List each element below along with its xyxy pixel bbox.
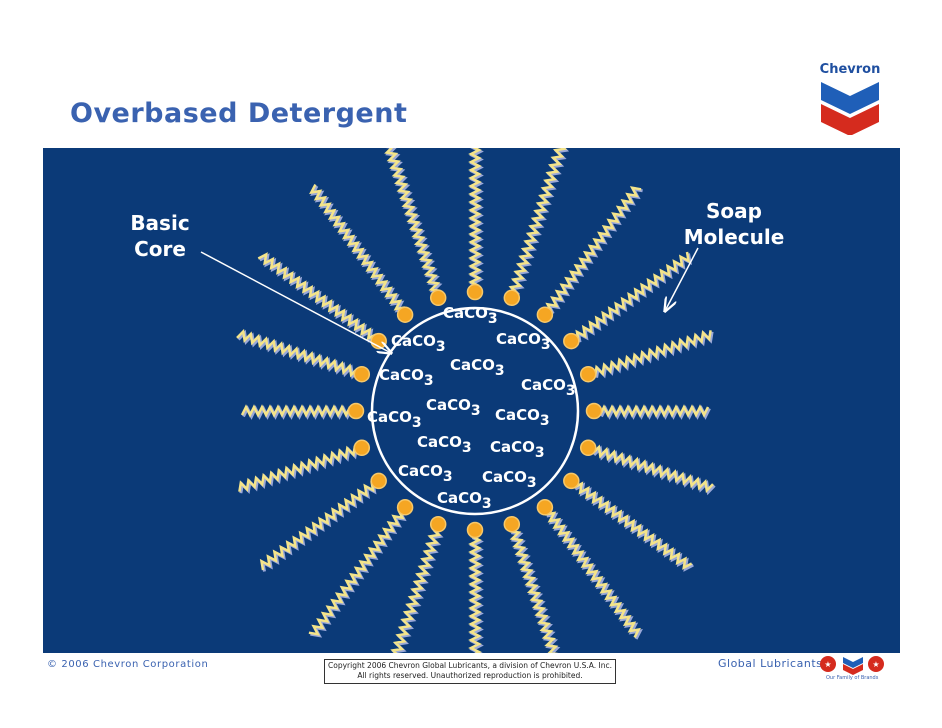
soap-molecule-label-line2: Molecule: [683, 225, 785, 249]
caco3-label: CaCO3: [521, 376, 576, 399]
micelle-diagram: [200, 148, 716, 653]
slide-title: Overbased Detergent: [70, 98, 408, 129]
caco3-label: CaCO3: [426, 396, 481, 419]
soap-molecule-head: [563, 332, 580, 350]
soap-molecule-head: [579, 365, 597, 383]
soap-pointer-arrow: [665, 247, 699, 311]
svg-text:★: ★: [824, 660, 831, 669]
soap-molecule-tail: [384, 148, 441, 293]
diagram-panel: Basic Core Soap Molecule CaCO3 CaCO3 CaC…: [43, 148, 900, 653]
footer-brand-text: Global Lubricants: [718, 657, 823, 670]
soap-molecule-label-line1: Soap: [706, 199, 762, 223]
soap-molecule-head: [396, 306, 414, 323]
soap-molecule-head: [585, 402, 603, 420]
caco3-label: CaCO3: [496, 330, 551, 353]
soap-molecule-head: [503, 289, 521, 307]
caco3-label: CaCO3: [450, 356, 505, 379]
soap-molecule-tail: [259, 480, 375, 571]
soap-molecule-head: [563, 472, 580, 490]
soap-molecule-tail: [544, 511, 641, 638]
caco3-label: CaCO3: [443, 304, 498, 327]
soap-molecule-head: [579, 439, 597, 457]
soap-molecule-tail: [575, 251, 691, 342]
soap-molecule-tail: [468, 148, 482, 288]
svg-text:★: ★: [872, 660, 879, 669]
soap-molecule-tail: [598, 404, 710, 418]
soap-molecule-tail: [593, 330, 712, 377]
basic-core-label: Basic Core: [123, 210, 197, 262]
soap-molecule-head: [429, 515, 447, 533]
logo-text: Chevron: [819, 62, 881, 77]
soap-molecule-head: [347, 402, 365, 420]
core-pointer-arrow: [200, 251, 391, 353]
soap-molecule-tail: [240, 404, 352, 418]
soap-molecule-head: [503, 515, 521, 533]
footer-copyright-corp: © 2006 Chevron Corporation: [47, 659, 209, 670]
soap-molecule-tail: [591, 444, 714, 494]
caco3-label: CaCO3: [490, 438, 545, 461]
soap-molecule-head: [466, 283, 484, 301]
soap-molecule-head: [536, 499, 554, 516]
soap-molecule-tail: [236, 328, 359, 378]
basic-core-label-line2: Core: [134, 237, 186, 261]
copyright-line1: Copyright 2006 Chevron Global Lubricants…: [328, 661, 612, 670]
soap-molecule-tail: [545, 186, 642, 313]
soap-tail-shadow: [509, 148, 570, 296]
soap-molecule-tail: [508, 148, 568, 295]
basic-core-label-line1: Basic: [130, 211, 190, 235]
soap-molecule-head: [536, 306, 554, 323]
soap-molecule-head: [370, 472, 387, 490]
soap-molecule-tail: [308, 509, 405, 636]
soap-molecule-head: [396, 499, 414, 516]
soap-molecule-tail: [573, 481, 693, 570]
copyright-notice: Copyright 2006 Chevron Global Lubricants…: [324, 659, 616, 684]
soap-molecule-tail: [257, 252, 377, 341]
caco3-label: CaCO3: [495, 406, 550, 429]
brand-logos-icon: ★ ★: [820, 656, 884, 675]
copyright-line2: All rights reserved. Unauthorized reprod…: [357, 671, 583, 680]
caco3-label: CaCO3: [391, 332, 446, 355]
caco3-label: CaCO3: [437, 489, 492, 512]
chevron-chevrons-icon: [821, 82, 879, 136]
basic-core-circle: [370, 306, 580, 516]
soap-molecule-head: [353, 365, 371, 383]
soap-molecule-label: Soap Molecule: [678, 198, 790, 250]
soap-molecule-tail: [390, 527, 442, 653]
soap-molecule-head: [429, 289, 447, 307]
soap-molecule-tail: [309, 184, 406, 311]
soap-molecule-head: [466, 521, 484, 539]
soap-molecule-tail: [468, 534, 482, 653]
chevron-logo: Chevron: [815, 60, 885, 136]
caco3-label: CaCO3: [367, 408, 422, 431]
caco3-label: CaCO3: [482, 468, 537, 491]
caco3-label: CaCO3: [379, 366, 434, 389]
caco3-label: CaCO3: [398, 462, 453, 485]
soap-molecule-head: [353, 439, 371, 457]
soap-molecule-tail: [509, 529, 559, 653]
soap-molecule-tail: [238, 445, 357, 492]
caco3-label: CaCO3: [417, 433, 472, 456]
soap-tail-shadow: [385, 148, 443, 294]
brands-caption: Our Family of Brands: [826, 675, 879, 681]
